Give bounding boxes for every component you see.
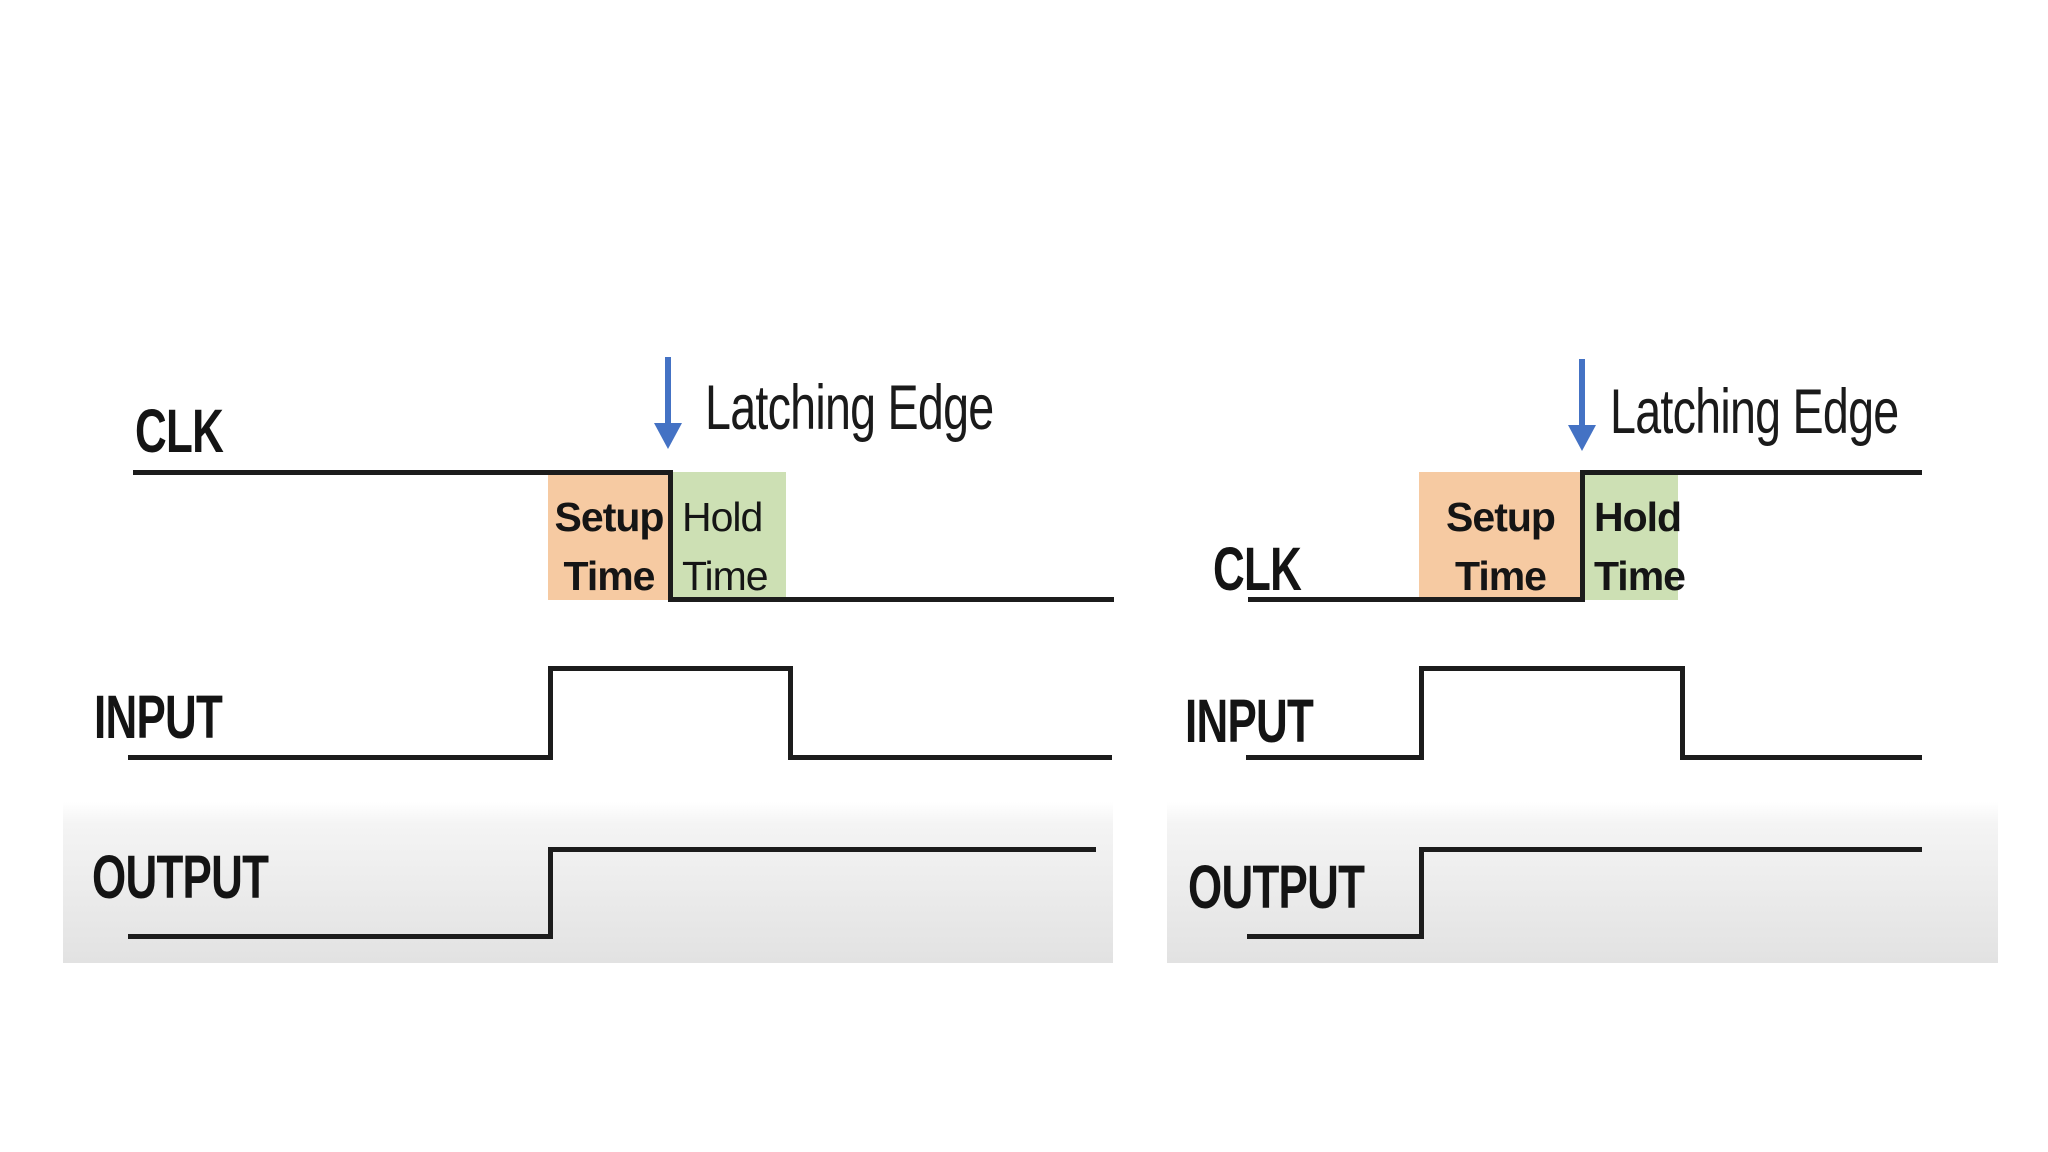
clk-low-segment bbox=[668, 597, 1114, 602]
latching-edge-arrow-head-icon bbox=[1568, 425, 1596, 451]
input-high-segment bbox=[548, 666, 793, 671]
setup-time-text: Setup Time bbox=[548, 472, 670, 600]
setup-time-box bbox=[1419, 472, 1582, 600]
input-rise-segment bbox=[1419, 666, 1424, 760]
setup-time-text: Setup Time bbox=[1419, 472, 1582, 600]
latching-edge-label: Latching Edge bbox=[1610, 377, 1899, 447]
latching-edge-arrow-head-icon bbox=[654, 423, 682, 449]
hold-time-word: Time bbox=[1594, 553, 1686, 599]
input-label: INPUT bbox=[1185, 687, 1314, 755]
clk-label: CLK bbox=[135, 397, 224, 465]
clk-falling-edge-segment bbox=[668, 470, 673, 602]
latching-edge-arrow-shaft bbox=[665, 357, 671, 423]
hold-time-text: Hold Time bbox=[670, 472, 786, 600]
output-low-segment bbox=[1247, 934, 1421, 939]
output-label: OUTPUT bbox=[92, 843, 269, 911]
setup-time-box bbox=[548, 472, 670, 600]
setup-time-word: Time bbox=[1455, 553, 1547, 599]
input-high-segment bbox=[1419, 666, 1684, 671]
input-label: INPUT bbox=[94, 683, 223, 751]
latching-edge-label: Latching Edge bbox=[705, 373, 994, 443]
setup-time-word: Time bbox=[563, 553, 656, 599]
input-low-left-segment bbox=[128, 755, 550, 760]
input-low-right-segment bbox=[788, 755, 1112, 760]
clk-low-segment bbox=[1248, 597, 1584, 602]
hold-time-box bbox=[1582, 472, 1678, 600]
hold-word: Hold bbox=[682, 494, 763, 540]
setup-word: Setup bbox=[1446, 494, 1556, 540]
output-low-segment bbox=[128, 934, 550, 939]
clk-rising-edge-segment bbox=[1580, 470, 1585, 602]
output-high-segment bbox=[1419, 847, 1922, 852]
input-fall-segment bbox=[1680, 666, 1685, 760]
clk-label: CLK bbox=[1213, 535, 1302, 603]
hold-word: Hold bbox=[1594, 494, 1682, 540]
hold-time-text: Hold Time bbox=[1582, 472, 1686, 600]
setup-word: Setup bbox=[554, 494, 665, 540]
output-rise-segment bbox=[1419, 847, 1424, 939]
hold-time-box bbox=[670, 472, 786, 600]
output-high-segment bbox=[548, 847, 1096, 852]
clk-high-segment bbox=[1580, 470, 1922, 475]
latching-edge-arrow-shaft bbox=[1579, 359, 1585, 425]
output-label: OUTPUT bbox=[1188, 853, 1365, 921]
input-fall-segment bbox=[788, 666, 793, 760]
clk-high-segment bbox=[133, 470, 673, 475]
hold-time-word: Time bbox=[682, 553, 769, 599]
input-low-left-segment bbox=[1246, 755, 1421, 760]
input-rise-segment bbox=[548, 666, 553, 760]
output-rise-segment bbox=[548, 847, 553, 939]
input-low-right-segment bbox=[1680, 755, 1922, 760]
